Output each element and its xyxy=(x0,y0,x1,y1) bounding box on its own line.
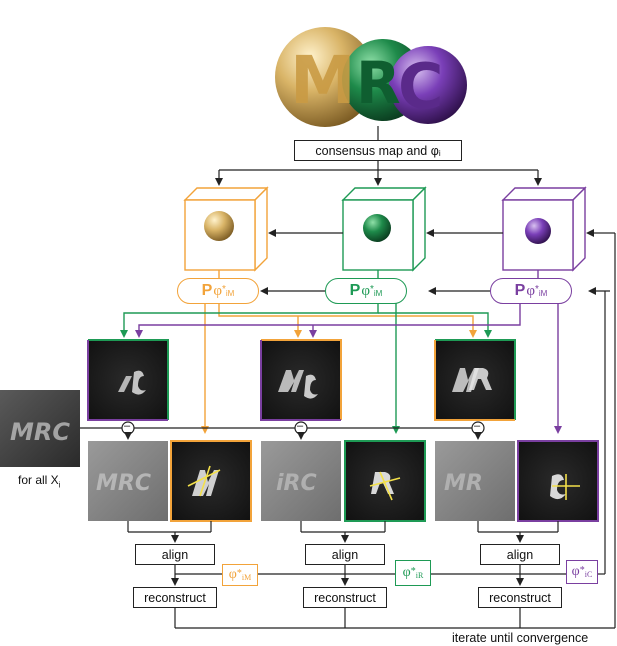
logo-letter-c: C xyxy=(398,50,444,123)
projection-sub: iM xyxy=(225,288,235,298)
projection-sub: iM xyxy=(538,288,548,298)
phi-sub: iC xyxy=(584,569,593,579)
projection-star: * xyxy=(534,283,539,295)
reconstruct-label: reconstruct xyxy=(314,590,376,605)
phi-star: * xyxy=(236,567,242,579)
phi-symbol: φ xyxy=(571,564,580,579)
phi-box-r: φ*iR xyxy=(395,560,431,586)
svg-text:MRC: MRC xyxy=(96,471,151,496)
svg-text:MRC: MRC xyxy=(10,418,70,446)
projection-p: P xyxy=(514,282,526,299)
phi-sub: iR xyxy=(415,570,424,580)
phi-symbol: φ xyxy=(402,565,411,580)
recon-image-3 xyxy=(517,440,599,522)
align-box-2: align xyxy=(305,544,385,565)
residual-image-1: MRC xyxy=(88,441,168,521)
projection-star: * xyxy=(369,283,374,295)
bottom-flow xyxy=(127,232,616,629)
projection-star: * xyxy=(221,283,226,295)
align-box-1: align xyxy=(135,544,215,565)
phi-sub: iM xyxy=(241,572,252,582)
phi-box-c: φ*iC xyxy=(566,560,598,584)
reconstruct-box-1: reconstruct xyxy=(133,587,217,608)
logo-letter-m: M xyxy=(290,42,356,119)
consensus-label: consensus map and φ xyxy=(315,143,439,158)
consensus-sub: i xyxy=(438,149,441,158)
proj-image-right xyxy=(434,339,516,421)
projection-phi: φ xyxy=(213,282,222,299)
minus-circles xyxy=(121,421,485,435)
recon-image-2 xyxy=(344,440,426,522)
minus-sign-2: – xyxy=(297,420,304,432)
for-all-text: for all X xyxy=(18,473,59,487)
for-all-sub: i xyxy=(58,480,61,490)
reconstruct-label: reconstruct xyxy=(489,590,551,605)
projection-p: P xyxy=(349,282,361,299)
align-box-3: align xyxy=(480,544,560,565)
align-label: align xyxy=(161,547,189,562)
proj-image-left xyxy=(87,339,169,421)
consensus-fanout xyxy=(215,160,542,186)
cube-r-sphere xyxy=(363,214,391,242)
projection-p: P xyxy=(201,282,213,299)
cube-m-sphere xyxy=(204,211,234,241)
residual-image-3: MR xyxy=(435,441,515,521)
particle-image: MRC xyxy=(0,390,80,467)
phi-symbol: φ xyxy=(228,567,237,582)
recon-image-1 xyxy=(170,440,252,522)
proj-image-mid xyxy=(260,339,342,421)
phi-star: * xyxy=(579,564,585,576)
projection-sub: iM xyxy=(373,288,383,298)
logo-sphere-purple xyxy=(389,46,467,124)
align-label: align xyxy=(506,547,534,562)
phi-star: * xyxy=(410,565,416,577)
cube-c-sphere xyxy=(525,218,551,244)
iterate-label: iterate until convergence xyxy=(452,631,589,645)
purple-routing xyxy=(135,303,562,434)
for-all-label: for all Xi xyxy=(18,474,60,489)
logo-group: M R C xyxy=(275,27,467,127)
minus-sign-3: – xyxy=(474,420,481,432)
reconstruct-box-2: reconstruct xyxy=(303,587,387,608)
svg-text:MR: MR xyxy=(444,471,483,496)
reconstruct-box-3: reconstruct xyxy=(478,587,562,608)
residual-image-2: iRC xyxy=(261,441,341,521)
minus-sign-1: – xyxy=(124,420,131,432)
projection-phi: φ xyxy=(361,282,370,299)
phi-box-m: φ*iM xyxy=(222,564,258,586)
reconstruct-label: reconstruct xyxy=(144,590,206,605)
logo-letter-r: R xyxy=(356,49,401,117)
svg-text:iRC: iRC xyxy=(276,471,317,496)
align-label: align xyxy=(331,547,359,562)
projection-phi: φ xyxy=(526,282,535,299)
phi-feedback-lines xyxy=(598,291,606,575)
